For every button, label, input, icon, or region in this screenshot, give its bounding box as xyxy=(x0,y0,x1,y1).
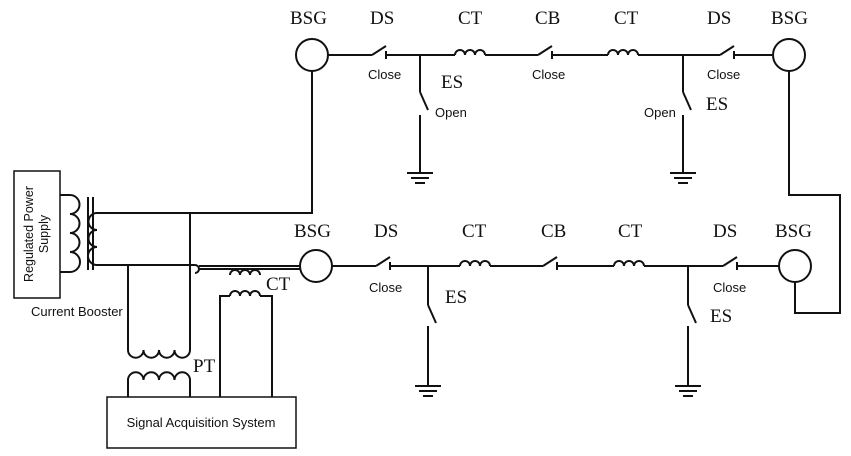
top-es-right-state: Open xyxy=(644,105,676,120)
bottom-cb-label: CB xyxy=(541,221,566,242)
top-es-left-state: Open xyxy=(435,105,467,120)
ct-lead-right xyxy=(260,295,273,397)
bottom-ds-left-state: Close xyxy=(369,280,402,295)
bottom-ds-left-label: DS xyxy=(374,221,398,242)
top-es-right xyxy=(670,55,696,184)
booster-ct-secondary xyxy=(229,290,261,297)
bottom-ds-right-state: Close xyxy=(713,280,746,295)
bottom-bus: BSG DS Close CT CB CT DS Close BSG xyxy=(294,221,812,397)
top-bsg-left xyxy=(295,38,329,72)
top-bsg-right xyxy=(772,38,806,72)
booster-primary-winding xyxy=(69,194,81,273)
bottom-ds-right-label: DS xyxy=(713,221,737,242)
bottom-bsg-right xyxy=(778,249,812,283)
pt-secondary-winding xyxy=(127,371,191,381)
signal-acquisition-system-label: Signal Acquisition System xyxy=(127,415,276,430)
bottom-bsg-right-label: BSG xyxy=(775,221,812,242)
current-booster xyxy=(69,194,300,274)
regulated-power-supply: Regulated Power Supply xyxy=(13,170,70,299)
top-ds-left xyxy=(371,45,387,59)
regulated-power-supply-label-2: Supply xyxy=(37,214,51,253)
top-cb xyxy=(537,45,553,59)
wire-top-bsg-to-booster xyxy=(97,71,313,214)
signal-acquisition-system-box xyxy=(106,396,297,449)
current-booster-label: Current Booster xyxy=(31,304,123,319)
top-ds-right-label: DS xyxy=(707,8,731,29)
top-ct-right xyxy=(607,49,639,56)
top-cb-state: Close xyxy=(532,67,565,82)
top-bus: BSG DS Close CT CB Close CT DS xyxy=(290,8,808,184)
regulated-power-supply-box xyxy=(13,170,61,299)
top-es-left xyxy=(407,55,433,184)
booster-secondary-winding xyxy=(87,212,98,266)
bottom-bsg-left xyxy=(299,249,333,283)
top-cb-label: CB xyxy=(535,8,560,29)
regulated-power-supply-label-1: Regulated Power xyxy=(22,186,36,282)
bottom-es-right-label: ES xyxy=(710,306,732,327)
top-bsg-right-label: BSG xyxy=(771,8,808,29)
top-ct-left xyxy=(454,49,486,56)
bottom-ct-left xyxy=(459,260,491,267)
bottom-es-left-label: ES xyxy=(445,287,467,308)
top-ds-right xyxy=(719,45,735,59)
top-ct-right-label: CT xyxy=(614,8,639,29)
bottom-ct-left-label: CT xyxy=(462,221,487,242)
top-es-left-label: ES xyxy=(441,72,463,93)
bottom-ds-right xyxy=(722,256,738,270)
booster-ct-label: CT xyxy=(266,274,291,295)
top-ct-left-label: CT xyxy=(458,8,483,29)
bottom-bsg-left-label: BSG xyxy=(294,221,331,242)
top-es-right-label: ES xyxy=(706,94,728,115)
ct-lead-left xyxy=(219,295,230,397)
pt-primary-winding xyxy=(127,349,191,359)
bottom-ds-left xyxy=(375,256,391,270)
top-ds-right-state: Close xyxy=(707,67,740,82)
top-ds-left-label: DS xyxy=(370,8,394,29)
top-ds-left-state: Close xyxy=(368,67,401,82)
booster-ct-primary xyxy=(229,269,261,276)
bottom-ct-right xyxy=(613,260,645,267)
pt-label: PT xyxy=(193,356,216,377)
wire-right-loop xyxy=(788,71,841,314)
bottom-es-left xyxy=(415,266,441,397)
bottom-es-right xyxy=(675,266,701,397)
bottom-cb xyxy=(542,256,558,270)
bottom-ct-right-label: CT xyxy=(618,221,643,242)
top-bsg-left-label: BSG xyxy=(290,8,327,29)
